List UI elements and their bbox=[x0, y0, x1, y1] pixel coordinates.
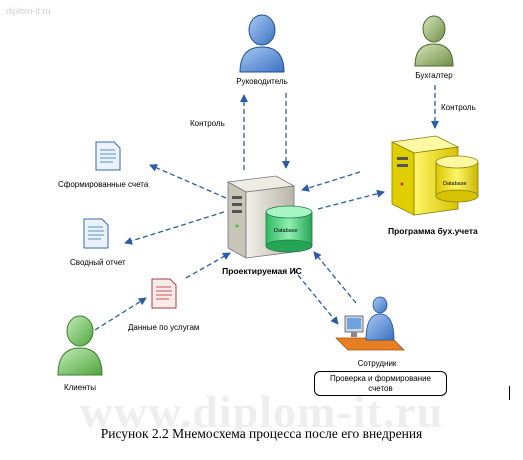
manager-person-icon bbox=[239, 14, 285, 73]
control-label-right: Контроль bbox=[441, 103, 476, 112]
report-document-icon bbox=[83, 218, 109, 249]
watermark-corner: diplom-it.ru bbox=[6, 6, 51, 16]
accounting-program-label: Программа бух.учета bbox=[388, 226, 478, 236]
text-cursor bbox=[509, 386, 510, 400]
designed-is-database-icon bbox=[265, 205, 313, 253]
arrow-server-to-report bbox=[124, 211, 225, 245]
designed-is-label: Проектируемая ИС bbox=[222, 266, 302, 276]
watermark-text: www.diplom-it.ru bbox=[79, 386, 444, 437]
arrow-clients-to-data bbox=[94, 297, 147, 331]
report-label: Сводный отчет bbox=[70, 258, 126, 267]
accounting-database-label: Database bbox=[443, 181, 467, 187]
arrow-server-to-employee bbox=[292, 268, 339, 325]
service-data-document-icon bbox=[151, 278, 177, 309]
invoices-label: Сформированные счета bbox=[58, 180, 149, 189]
designed-is-database-label: Database bbox=[274, 228, 298, 234]
arrow-data-to-server bbox=[185, 252, 231, 279]
employee-task-box: Проверка и формирование счетов bbox=[314, 371, 447, 396]
control-label-left: Контроль bbox=[190, 119, 225, 128]
arrow-server-to-invoices bbox=[149, 164, 227, 199]
employee-label: Сотрудник bbox=[357, 359, 397, 368]
employee-desk-icon bbox=[335, 296, 405, 351]
service-data-label: Данные по услугам bbox=[128, 323, 200, 332]
arrow-accounting-to-server bbox=[301, 171, 361, 192]
accounting-database-icon bbox=[435, 155, 479, 203]
manager-label: Руководитель bbox=[236, 77, 288, 86]
arrow-server-to-accounting bbox=[317, 189, 385, 210]
invoices-document-icon bbox=[95, 141, 121, 171]
clients-person-icon bbox=[57, 315, 103, 376]
clients-label: Клиенты bbox=[63, 383, 97, 392]
figure-caption: Рисунок 2.2 Мнемосхема процесса после ег… bbox=[100, 426, 423, 441]
flow-arrows bbox=[94, 85, 439, 331]
accountant-label: Бухгалтер bbox=[415, 71, 453, 80]
accountant-person-icon bbox=[414, 15, 454, 67]
arrow-employee-to-server bbox=[313, 251, 357, 304]
